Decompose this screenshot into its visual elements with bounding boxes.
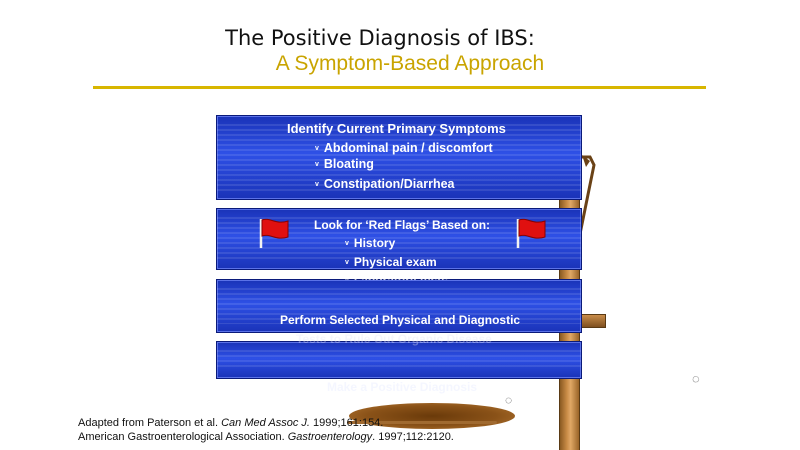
bullet-icon: v (315, 181, 319, 189)
board3-header: Perform Selected Physical and Diagnostic (280, 313, 521, 327)
board3-header-line2: Tests to Rule Out Organic Disease (296, 332, 492, 346)
reference-line: Adapted from Paterson et al. Can Med Ass… (78, 417, 384, 429)
bullet-icon: v (345, 277, 349, 279)
post-base-rim (347, 421, 497, 424)
red-flag-icon (516, 218, 546, 248)
board2-item: vLaboratory tests (345, 273, 448, 280)
bullet-icon: v (345, 240, 349, 248)
reference-line: American Gastroenterological Association… (78, 431, 454, 443)
decorative-sparkle-icon: ◌ (692, 371, 700, 386)
post-base-shadow (349, 403, 515, 429)
board4-header: Make a Positive Diagnosis (327, 380, 478, 394)
bullet-icon: v (315, 161, 319, 169)
sign-board-diagnosis (216, 341, 582, 379)
board2-header: Look for ‘Red Flags’ Based on: (314, 218, 491, 232)
slide-title: The Positive Diagnosis of IBS: (225, 26, 535, 50)
bullet-icon: v (345, 259, 349, 267)
sign-board-tests (216, 279, 582, 333)
title-underline (93, 86, 706, 89)
board1-header: Identify Current Primary Symptoms (287, 121, 506, 136)
slide-subtitle: A Symptom-Based Approach (275, 52, 545, 75)
sign-board-symptoms (216, 115, 582, 200)
decorative-sparkle-icon: ◌ (505, 393, 513, 407)
bullet-icon: v (315, 145, 319, 153)
red-flag-icon (259, 218, 289, 248)
